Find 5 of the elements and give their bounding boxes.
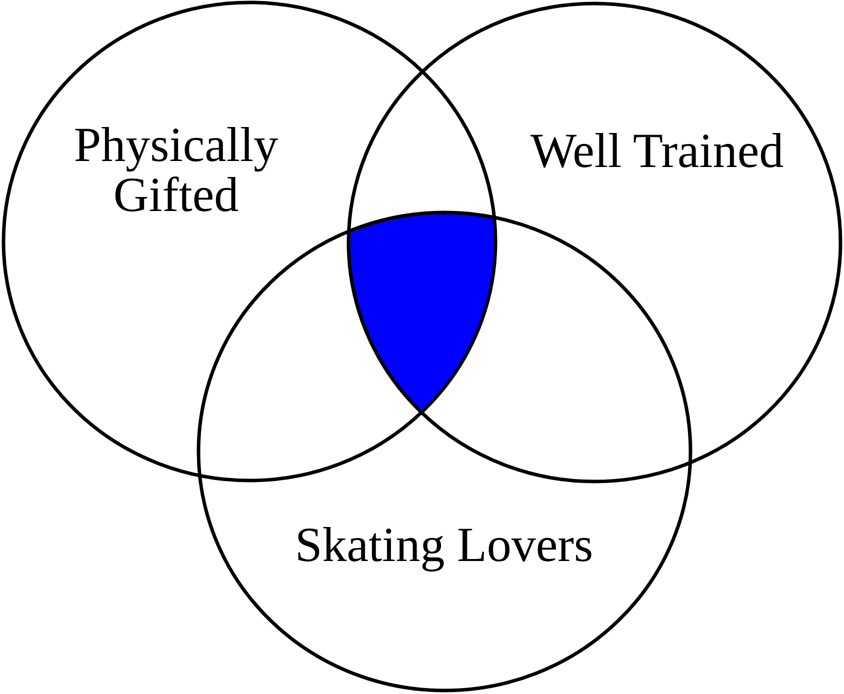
set-circle: [344, 0, 844, 484]
set-label: Skating Lovers: [294, 520, 594, 570]
set-label: Physically Gifted: [72, 120, 280, 220]
set-circle: [0, 0, 498, 484]
set-label: Well Trained: [530, 126, 784, 176]
